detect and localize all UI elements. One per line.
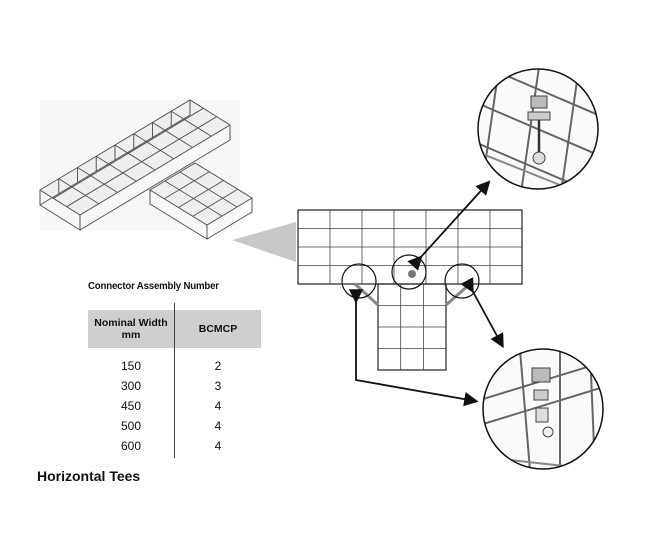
- cell-nominal-width: 150: [120, 359, 142, 373]
- tray-isometric-main: [39, 99, 231, 231]
- detail-circle-top: [477, 68, 599, 190]
- cell-nominal-width: 500: [120, 419, 142, 433]
- cell-bcmcp: 2: [214, 359, 222, 373]
- cell-nominal-width: 600: [120, 439, 142, 453]
- tray-branch-wires: [163, 171, 239, 217]
- pointer-wedge: [232, 222, 296, 262]
- arrow-right-to-bottom-detail: [460, 277, 504, 349]
- tray-isometric-branch: [149, 162, 253, 240]
- tray-main-wires: [53, 107, 217, 208]
- cell-bcmcp: 4: [214, 419, 222, 433]
- detail-circle-bottom: [482, 348, 604, 470]
- connector-dot: [408, 270, 416, 278]
- caption: Horizontal Tees: [37, 468, 141, 484]
- arrow-center-to-top-detail: [407, 180, 491, 271]
- header-bcmcp: BCMCP: [175, 310, 261, 348]
- cell-bcmcp: 4: [214, 439, 222, 453]
- callout-circle-left: [341, 263, 377, 299]
- cell-nominal-width: 450: [120, 399, 142, 413]
- plan-view-tee: [297, 209, 523, 371]
- table-title: Connector Assembly Number: [88, 280, 219, 292]
- column-divider: [174, 303, 175, 458]
- cell-nominal-width: 300: [120, 379, 142, 393]
- cell-bcmcp: 4: [214, 399, 222, 413]
- cell-bcmcp: 3: [214, 379, 222, 393]
- arrow-left-to-bottom-detail: [348, 289, 479, 407]
